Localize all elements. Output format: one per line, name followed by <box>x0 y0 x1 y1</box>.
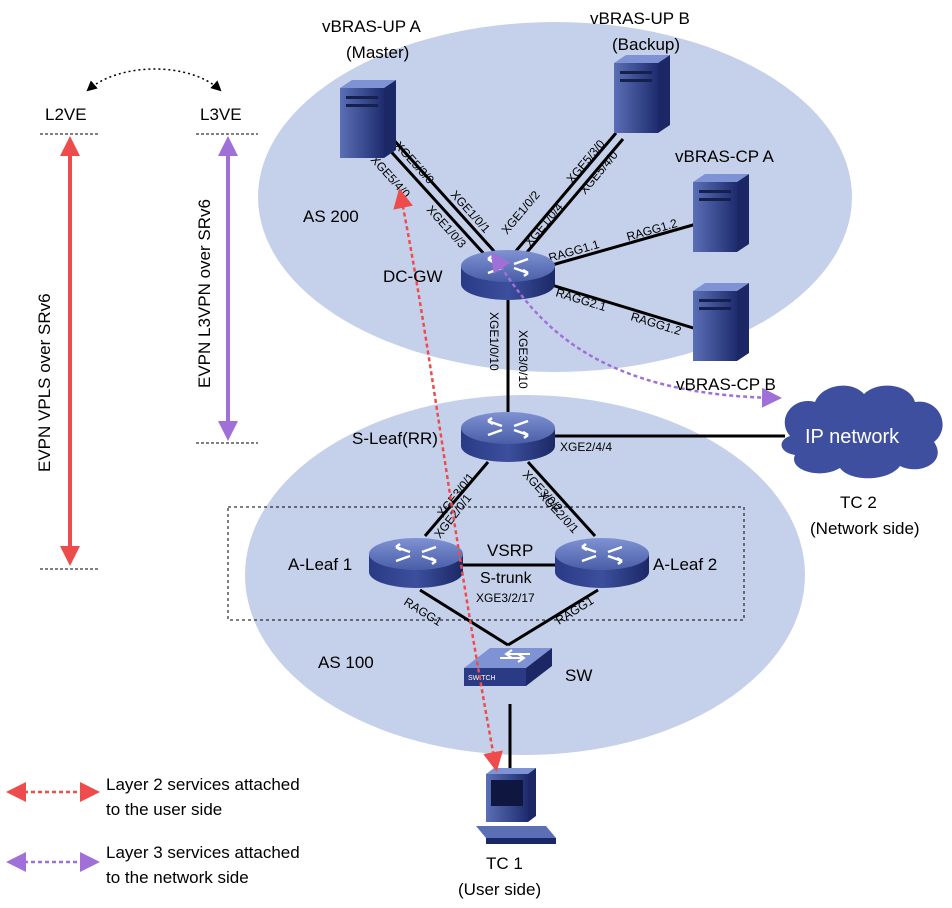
router-icon <box>461 250 555 300</box>
tc2-role: (Network side) <box>810 519 920 538</box>
server-icon <box>614 55 670 133</box>
server-icon <box>693 283 749 361</box>
l2ve-label: L2VE <box>45 105 87 124</box>
port-sleaf-up: XGE3/0/10 <box>516 330 530 389</box>
legend-l3-line1: Layer 3 services attached <box>106 843 300 862</box>
s-trunk-label: S-trunk <box>480 570 533 587</box>
legend-l3-line2: to the network side <box>106 868 249 887</box>
a-leaf1-label: A-Leaf 1 <box>288 555 352 574</box>
cloud-icon: IP network <box>781 385 943 479</box>
pc-icon <box>476 768 556 844</box>
up-a-role: (Master) <box>346 43 409 62</box>
port-strunk: XGE3/2/17 <box>476 591 535 605</box>
router-icon <box>461 412 555 462</box>
dc-gw-label: DC-GW <box>383 267 442 286</box>
cp-a-label: vBRAS-CP A <box>675 147 775 166</box>
as100-region <box>245 395 805 755</box>
as200-region <box>258 22 852 372</box>
link-upb-gw-2 <box>515 138 625 265</box>
ve-arrow <box>86 68 222 92</box>
tc2-label: TC 2 <box>840 493 877 512</box>
legend-l2-line2: to the user side <box>106 800 222 819</box>
port-sleaf-ip: XGE2/4/4 <box>560 440 612 454</box>
cp-b-label: vBRAS-CP B <box>676 375 776 394</box>
server-icon <box>340 80 396 158</box>
s-leaf-label: S-Leaf(RR) <box>352 429 438 448</box>
router-icon <box>555 538 649 588</box>
as200-label: AS 200 <box>303 207 359 226</box>
tc1-label: TC 1 <box>486 854 523 873</box>
link-upb-gw-1 <box>508 132 618 259</box>
link-sleaf-l2 <box>526 460 597 538</box>
tc1-role: (User side) <box>458 880 541 899</box>
link-l2-sw <box>507 588 599 647</box>
l2-span-label: EVPN VPLS over SRv6 <box>35 293 54 472</box>
sw-label: SW <box>565 666 592 685</box>
as100-label: AS 100 <box>318 653 374 672</box>
up-b-role: (Backup) <box>612 35 680 54</box>
switch-face-label: SWITCH <box>468 675 496 682</box>
up-a-label: vBRAS-UP A <box>322 17 422 36</box>
ip-network-label: IP network <box>805 426 900 448</box>
l3ve-label: L3VE <box>200 105 242 124</box>
l2-service-arrow <box>393 188 503 772</box>
port-gw-down: XGE1/0/10 <box>487 312 501 371</box>
l3-span-label: EVPN L3VPN over SRv6 <box>195 199 214 388</box>
up-b-label: vBRAS-UP B <box>590 9 690 28</box>
server-icon <box>693 174 749 252</box>
l3-service-arrow <box>490 251 782 408</box>
router-icon <box>369 538 463 588</box>
vsrp-label: VSRP <box>487 541 533 560</box>
legend-l2-line1: Layer 2 services attached <box>106 775 300 794</box>
a-leaf2-label: A-Leaf 2 <box>653 555 717 574</box>
